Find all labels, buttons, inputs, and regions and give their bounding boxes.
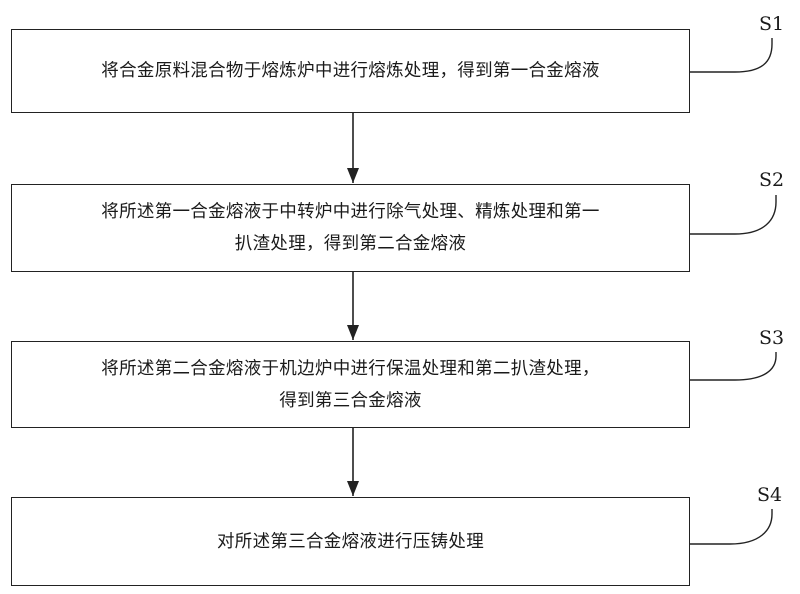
step-text-s2-line-1: 将所述第一合金熔液于中转炉中进行除气处理、精炼处理和第一 [101,202,600,222]
arrowhead-s1-to-s2 [347,168,359,183]
step-text-s2-line-2: 扒渣处理，得到第二合金熔液 [234,234,467,254]
step-text-s3-line-2: 得到第三合金熔液 [279,390,422,411]
step-box-s4: 对所述第三合金熔液进行压铸处理 [11,497,690,586]
arrowhead-s3-to-s4 [347,481,359,496]
step-box-s1: 将合金原料混合物于熔炼炉中进行熔炼处理，得到第一合金熔液 [11,29,690,113]
step-label-s2: S2 [759,169,785,191]
leader-line-s4 [690,509,773,545]
leader-line-s3 [690,352,777,381]
leader-line-s2 [690,195,777,235]
step-text-s3: 将所述第二合金熔液于机边炉中进行保温处理和第二扒渣处理， 得到第三合金熔液 [83,353,617,417]
step-label-s1: S1 [759,13,785,35]
step-label-s4: S4 [757,484,783,506]
step-box-s3: 将所述第二合金熔液于机边炉中进行保温处理和第二扒渣处理， 得到第三合金熔液 [11,341,690,428]
step-text-s2: 将所述第一合金熔液于中转炉中进行除气处理、精炼处理和第一 扒渣处理，得到第二合金… [83,196,617,260]
step-text-s4: 对所述第三合金熔液进行压铸处理 [199,526,502,558]
arrowhead-s2-to-s3 [347,325,359,340]
leader-line-s1 [690,38,773,73]
step-text-s4-line-1: 对所述第三合金熔液进行压铸处理 [217,531,484,552]
step-text-s3-line-1: 将所述第二合金熔液于机边炉中进行保温处理和第二扒渣处理， [101,358,600,379]
step-box-s2: 将所述第一合金熔液于中转炉中进行除气处理、精炼处理和第一 扒渣处理，得到第二合金… [11,184,690,272]
step-label-s3: S3 [759,327,785,349]
step-text-s1: 将合金原料混合物于熔炼炉中进行熔炼处理，得到第一合金熔液 [83,55,617,87]
step-text-s1-line-1: 将合金原料混合物于熔炼炉中进行熔炼处理，得到第一合金熔液 [101,61,600,81]
